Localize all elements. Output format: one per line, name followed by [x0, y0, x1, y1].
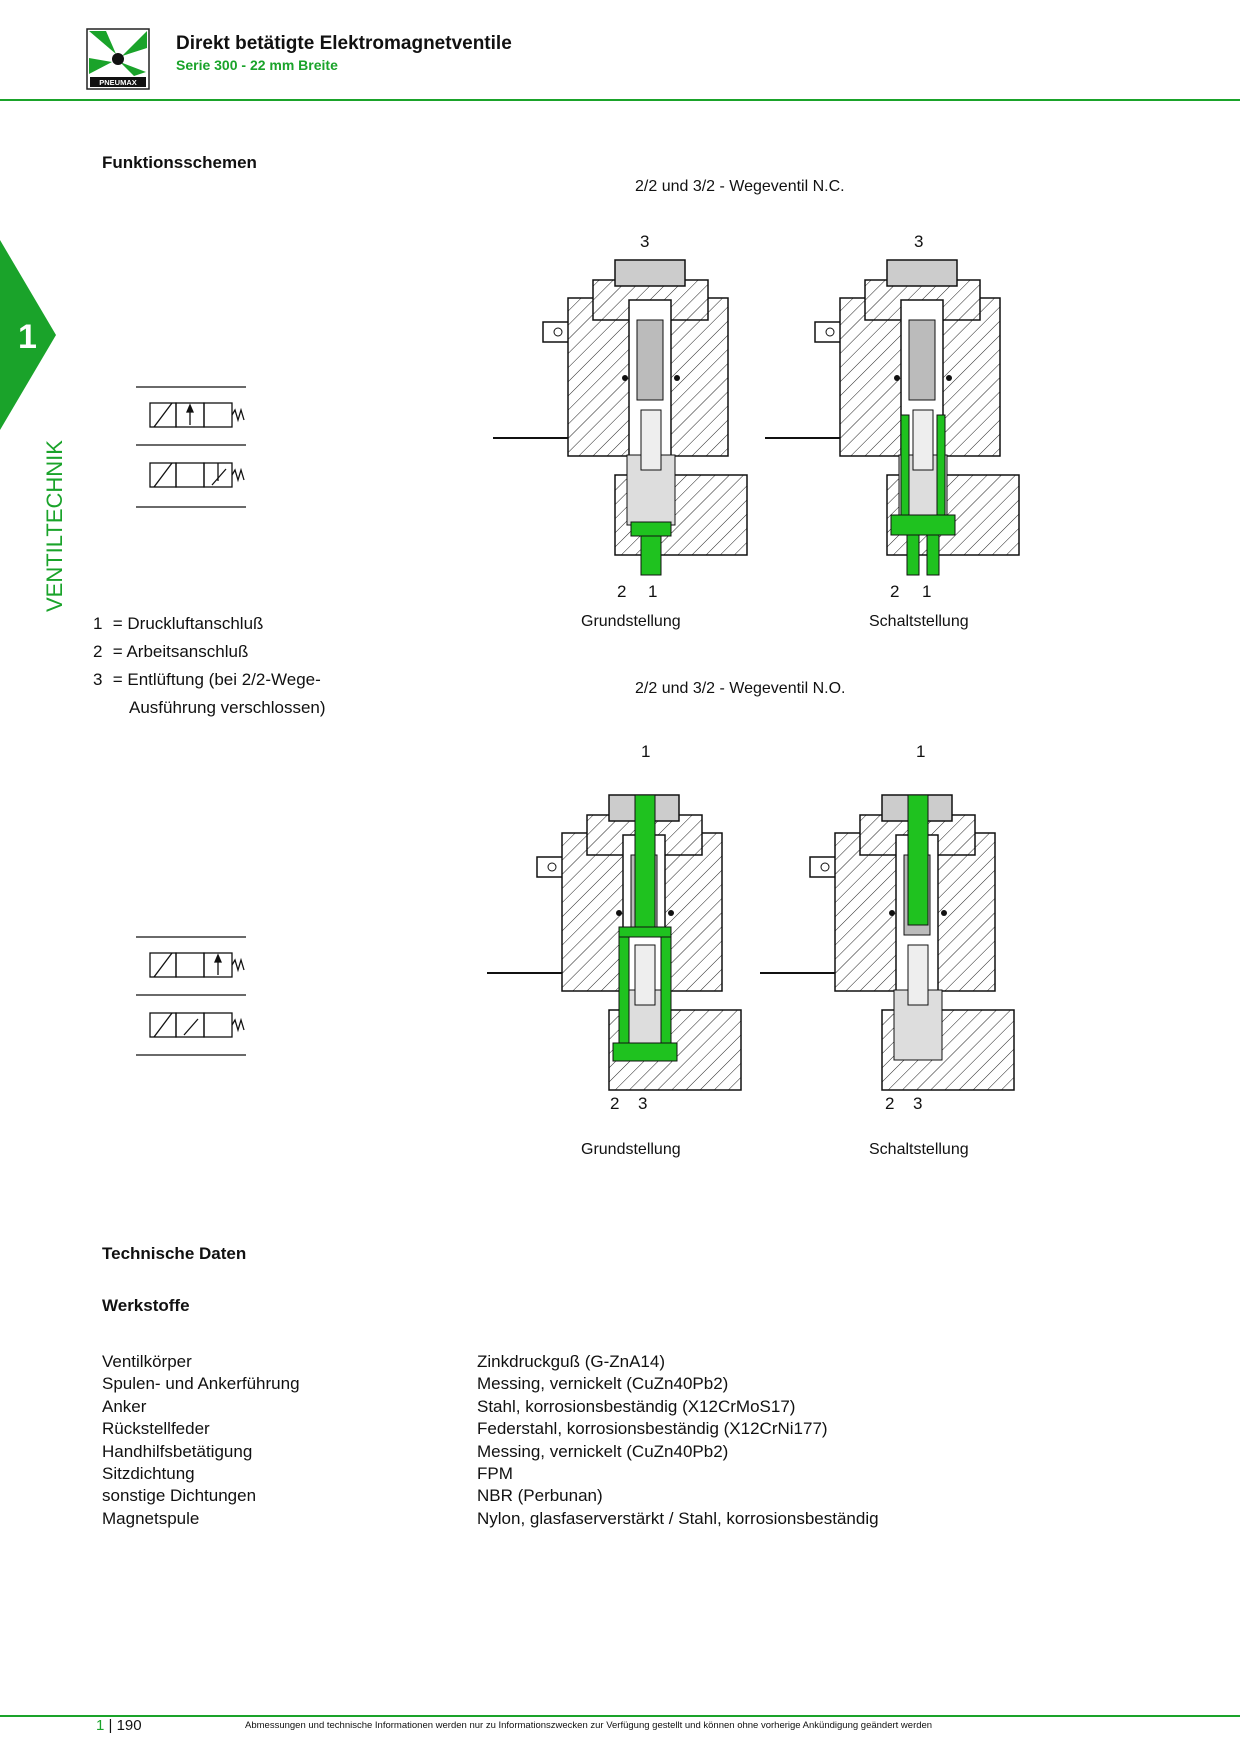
footer-disclaimer: Abmessungen und technische Informationen…: [245, 1720, 933, 1731]
port-legend: 1 = Druckluftanschluß 2 = Arbeitsanschlu…: [93, 610, 326, 722]
page-subtitle: Serie 300 - 22 mm Breite: [176, 57, 338, 73]
no-right-port-a: 2: [885, 1094, 895, 1113]
no-iso-symbols: [136, 936, 246, 1056]
nc-left-port-top: 3: [640, 232, 650, 251]
nc-left-caption: Grundstellung: [581, 613, 681, 630]
no-title: 2/2 und 3/2 - Wegeventil N.O.: [635, 680, 846, 697]
legend-row: 2 = Arbeitsanschluß: [93, 642, 249, 661]
page-title: Direkt betätigte Elektromagnetventile: [176, 33, 512, 54]
no-left-caption: Grundstellung: [581, 1141, 681, 1158]
nc-right-caption: Schaltstellung: [869, 613, 969, 630]
no-left-port-top: 1: [641, 742, 651, 761]
no-right-caption: Schaltstellung: [869, 1141, 969, 1158]
section-heading-tech: Technische Daten: [102, 1244, 247, 1263]
footer-page-number: 1 | 190: [96, 1717, 142, 1734]
pneumax-logo: PNEUMAX: [86, 28, 150, 90]
legend-row: 1 = Druckluftanschluß: [93, 614, 264, 633]
header-rule: [0, 99, 1240, 101]
nc-right-port-top: 3: [914, 232, 924, 251]
footer-rule: [0, 1715, 1240, 1717]
chapter-number: 1: [18, 318, 37, 356]
no-right-port-b: 3: [913, 1094, 923, 1113]
no-left-port-a: 2: [610, 1094, 620, 1113]
chapter-tab: [0, 240, 56, 430]
legend-row: Ausführung verschlossen): [129, 698, 326, 717]
no-left-port-b: 3: [638, 1094, 648, 1113]
no-right-port-top: 1: [916, 742, 926, 761]
section-heading-materials: Werkstoffe: [102, 1296, 190, 1315]
nc-right-port-b: 1: [922, 582, 932, 601]
nc-left-port-b: 1: [648, 582, 658, 601]
logo-text: PNEUMAX: [99, 78, 137, 87]
legend-row: 3 = Entlüftung (bei 2/2-Wege-: [93, 670, 321, 689]
section-heading-schemes: Funktionsschemen: [102, 153, 257, 172]
nc-title: 2/2 und 3/2 - Wegeventil N.C.: [635, 178, 845, 195]
nc-left-port-a: 2: [617, 582, 627, 601]
valve-cross-sections: [486, 259, 1020, 1091]
nc-right-port-a: 2: [890, 582, 900, 601]
nc-iso-symbols: [136, 386, 246, 508]
